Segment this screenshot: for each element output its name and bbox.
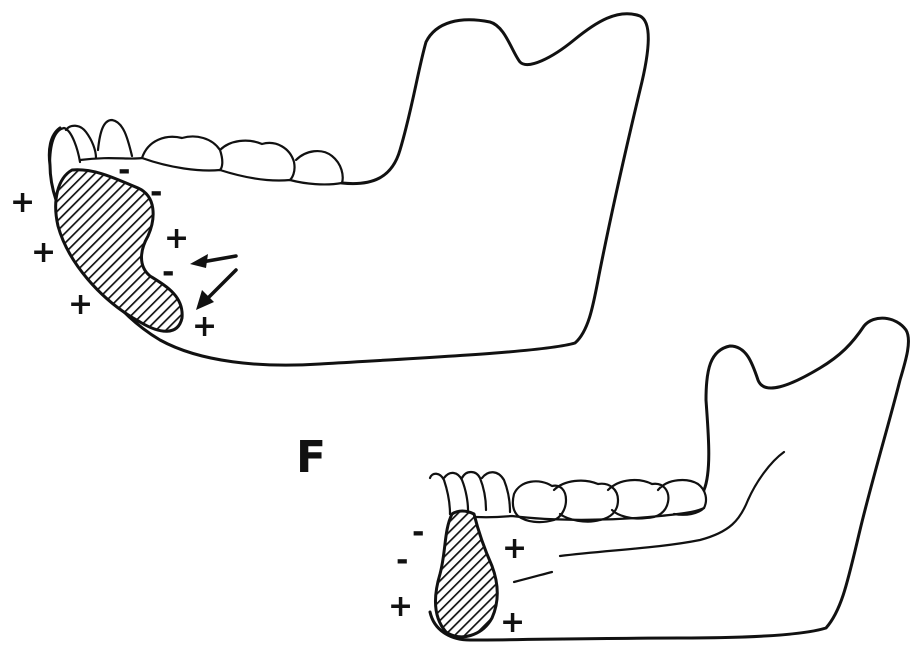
lower-molars [513,480,706,522]
lower-sign-2: - [396,543,408,578]
upper-sign-5: - [150,175,162,210]
upper-sign-6: + [164,221,189,256]
upper-sign-7: - [162,255,174,290]
upper-sign-4: - [118,153,130,188]
lower-mandible: - - + + + [388,318,908,640]
upper-sign-3: + [68,287,93,322]
lower-inner-line-2 [514,572,552,582]
lower-hatched-lesion [435,511,497,637]
panel-label: F [296,432,326,483]
upper-arrow-horizontal [190,254,236,268]
lower-mandible-outline [430,318,908,640]
lower-sign-1: - [412,515,424,550]
lower-sign-4: + [502,531,527,566]
upper-sign-8: + [192,309,217,344]
lower-sign-5: + [500,605,525,640]
lower-incisors [430,472,510,514]
upper-sign-1: + [10,185,35,220]
upper-mandible: + + + - - + - + [10,14,648,365]
upper-arrow-diagonal [196,270,236,310]
upper-sign-2: + [31,235,56,270]
lower-sign-3: + [388,589,413,624]
lower-inner-line-1 [560,452,784,556]
